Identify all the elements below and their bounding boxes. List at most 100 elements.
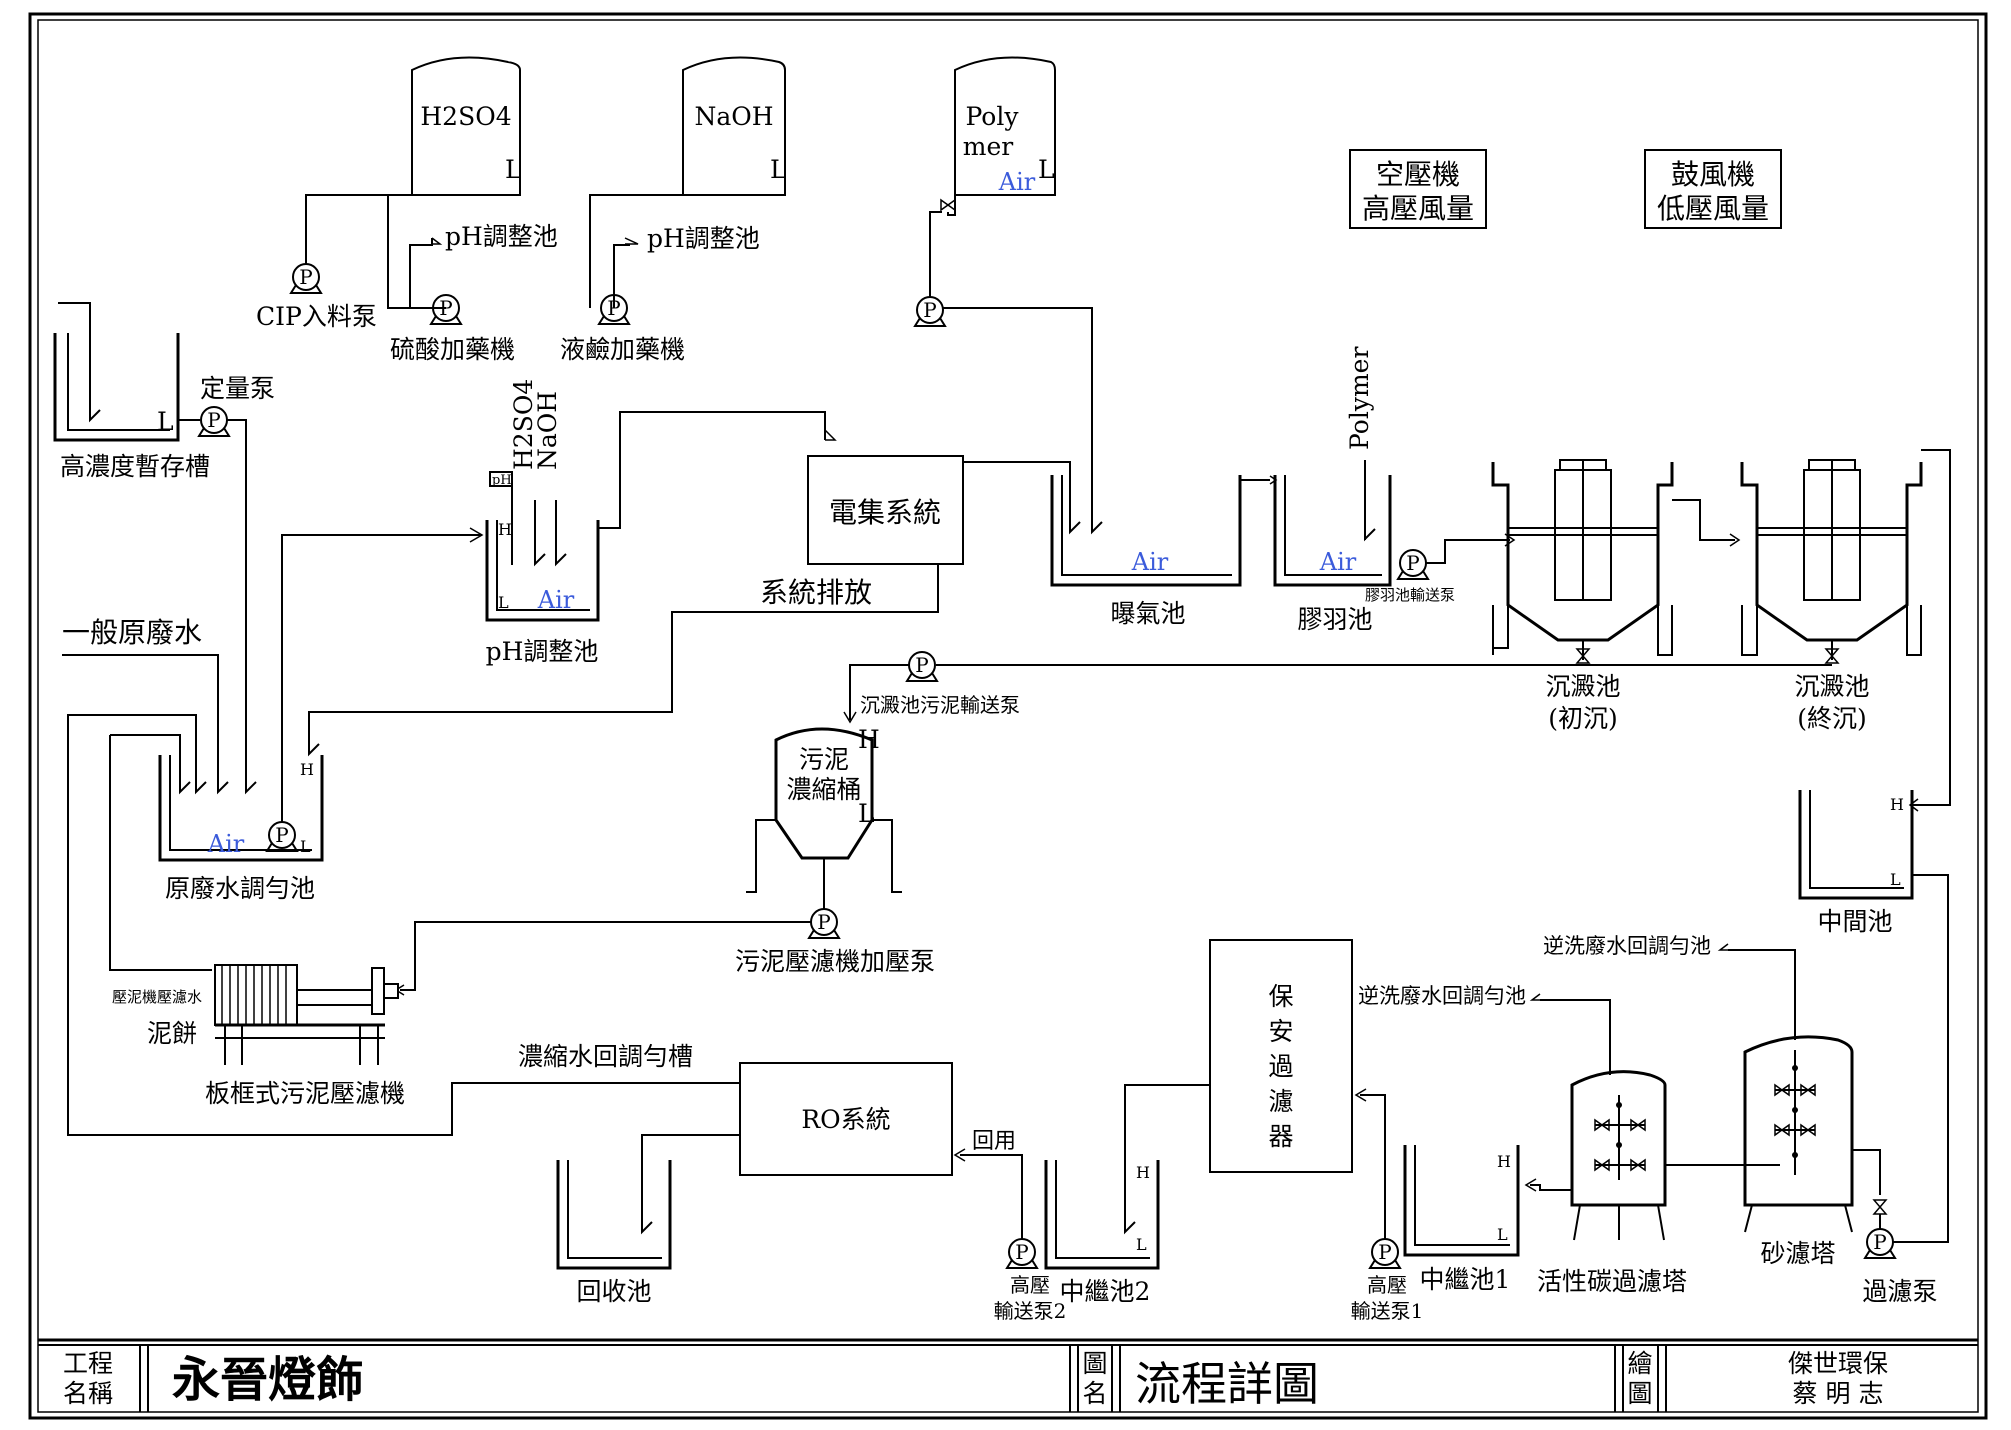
filtrate-label: 壓泥機壓濾水 xyxy=(112,988,202,1006)
recovery-tank: 回收池 xyxy=(556,1160,672,1306)
naoh-label: NaOH xyxy=(694,102,773,131)
hp-pump-2-label-b: 輸送泵2 xyxy=(994,1299,1067,1323)
concentrate-return-label: 濃縮水回調勻槽 xyxy=(518,1042,693,1071)
relay-tank-1-label: 中繼池1 xyxy=(1420,1265,1511,1294)
reuse-label: 回用 xyxy=(972,1129,1016,1154)
equalization-level-h: H xyxy=(300,760,314,779)
middle-level-h: H xyxy=(1890,795,1904,814)
alkali-dosing-label: 液鹼加藥機 xyxy=(560,335,685,364)
ro-system-label: RO系統 xyxy=(801,1105,890,1134)
drawing-label-2: 名 xyxy=(1082,1379,1107,1408)
safety-filter-char-3: 過 xyxy=(1268,1052,1293,1081)
equalization-air: Air xyxy=(207,830,245,858)
company-name: 傑世環保 xyxy=(1788,1349,1888,1378)
relay-tank-1: H L 中繼池1 xyxy=(1403,1145,1520,1294)
thickener-level-l: L xyxy=(858,799,875,828)
safety-filter-char-5: 器 xyxy=(1268,1122,1293,1151)
polymer-tank-label-1: Poly xyxy=(966,102,1020,131)
relay-tank-2: H L 中繼池2 xyxy=(1044,1160,1160,1306)
floc-pump-label: 膠羽池輸送泵 xyxy=(1365,586,1455,604)
backwash-label-1: 逆洗廢水回調勻池 xyxy=(1358,984,1526,1008)
polymer-pump-icon xyxy=(914,296,946,327)
ph-tank-air: Air xyxy=(537,586,575,614)
ph-tank-naoh: NaOH xyxy=(533,391,562,470)
middle-tank-label: 中間池 xyxy=(1817,907,1892,936)
relay-1-level-l: L xyxy=(1497,1225,1508,1244)
system-discharge-label: 系統排放 xyxy=(760,576,872,609)
ph-tank-h2so4: H2SO4 xyxy=(509,379,538,470)
settling-2-label: 沉澱池 xyxy=(1794,672,1869,701)
floc-tank-label: 膠羽池 xyxy=(1297,605,1372,634)
ph-adjustment-tank: pH H L Air H2SO4 NaOH pH調整池 xyxy=(485,379,600,666)
press-pump-icon xyxy=(808,908,840,939)
relay-2-level-h: H xyxy=(1136,1163,1150,1182)
press-pump-label: 污泥壓濾機加壓泵 xyxy=(735,947,935,976)
safety-filter-char-1: 保 xyxy=(1268,982,1293,1011)
safety-filter-char-4: 濾 xyxy=(1268,1087,1293,1116)
safety-filter-char-2: 安 xyxy=(1268,1017,1293,1046)
air-compressor-sub: 高壓風量 xyxy=(1362,192,1474,225)
settling-tank-2: 沉澱池 (終沉) xyxy=(1740,459,1923,733)
floc-air: Air xyxy=(1319,548,1357,576)
hp-pump-2-icon xyxy=(1006,1238,1038,1269)
equalization-tank: Air L H 原廢水調勻池 xyxy=(158,755,324,903)
filter-press: 壓泥機壓濾水 泥餅 板框式污泥壓濾機 xyxy=(112,964,405,1108)
acid-dosing-pump-icon xyxy=(430,294,462,325)
metering-pump-label: 定量泵 xyxy=(200,374,275,403)
floc-tank: Air Polymer 膠羽池 xyxy=(1273,347,1392,634)
electro-system-box: 電集系統 xyxy=(807,455,964,565)
equalization-tank-label: 原廢水調勻池 xyxy=(165,874,315,903)
drawing-name: 流程詳圖 xyxy=(1135,1357,1319,1411)
hp-pump-1-label-b: 輸送泵1 xyxy=(1351,1299,1424,1323)
naoh-level-l: L xyxy=(770,155,787,184)
acid-dosing-label: 硫酸加藥機 xyxy=(390,335,515,364)
floc-polymer-label: Polymer xyxy=(1345,347,1374,450)
thickener-level-h: H xyxy=(858,725,880,754)
middle-level-l: L xyxy=(1890,870,1901,889)
blower-sub: 低壓風量 xyxy=(1657,192,1769,225)
thickener-label-2: 濃縮桶 xyxy=(786,775,861,804)
filter-press-label: 板框式污泥壓濾機 xyxy=(205,1079,405,1108)
high-conc-tank-label: 高濃度暫存槽 xyxy=(60,452,210,481)
relay-2-level-l: L xyxy=(1136,1235,1147,1254)
filter-pump-valve-icon xyxy=(1873,1199,1887,1215)
sludge-pump-label: 沉澱池污泥輸送泵 xyxy=(860,693,1020,717)
sludge-thickener: 污泥 濃縮桶 H L xyxy=(746,725,902,910)
carbon-filter-tower: 活性碳過濾塔 xyxy=(1537,1070,1687,1296)
carbon-tower-label: 活性碳過濾塔 xyxy=(1537,1267,1687,1296)
sand-tower-label: 砂濾塔 xyxy=(1760,1239,1835,1268)
high-conc-tank: L 高濃度暫存槽 xyxy=(53,302,210,481)
project-name: 永晉燈飾 xyxy=(172,1352,364,1408)
project-label-2: 名稱 xyxy=(63,1379,113,1408)
blower-label: 鼓風機 xyxy=(1671,158,1755,191)
ph-level-l: L xyxy=(498,593,509,612)
blower-box: 鼓風機 低壓風量 xyxy=(1644,149,1782,229)
acid-to-ph-label: pH調整池 xyxy=(445,222,558,251)
aeration-tank: Air 曝氣池 xyxy=(1050,475,1242,628)
cake-label: 泥餅 xyxy=(147,1019,197,1048)
polymer-tank-air: Air xyxy=(998,168,1036,196)
safety-filter-box: 保 安 過 濾 器 xyxy=(1209,939,1353,1173)
drawn-label-1: 繪 xyxy=(1627,1349,1652,1378)
filter-pump-icon xyxy=(1864,1228,1896,1259)
aeration-tank-label: 曝氣池 xyxy=(1110,599,1185,628)
air-compressor-box: 空壓機 高壓風量 xyxy=(1349,149,1487,229)
ph-sensor-label: pH xyxy=(492,473,512,488)
project-label-1: 工程 xyxy=(63,1349,113,1378)
floc-pump-icon xyxy=(1397,549,1429,580)
drawing-label-1: 圖 xyxy=(1082,1349,1107,1378)
drafter-name: 蔡 明 志 xyxy=(1793,1379,1884,1408)
cip-pump-icon xyxy=(290,263,322,294)
polymer-tank: Poly mer Air L xyxy=(954,56,1056,196)
filter-pump-label: 過濾泵 xyxy=(1862,1277,1937,1306)
settling-tank-1: 沉澱池 (初沉) xyxy=(1491,459,1674,733)
high-conc-level-l: L xyxy=(157,407,174,436)
polymer-inlet-arrow xyxy=(1091,517,1103,533)
hp-pump-1-label-a: 高壓 xyxy=(1367,1273,1407,1297)
equalization-level-l: L xyxy=(300,837,311,856)
settling-2-sub: (終沉) xyxy=(1797,704,1867,733)
h2so4-level-l: L xyxy=(505,155,522,184)
equalization-pump-icon xyxy=(266,821,298,852)
sludge-pump-icon xyxy=(906,651,938,682)
